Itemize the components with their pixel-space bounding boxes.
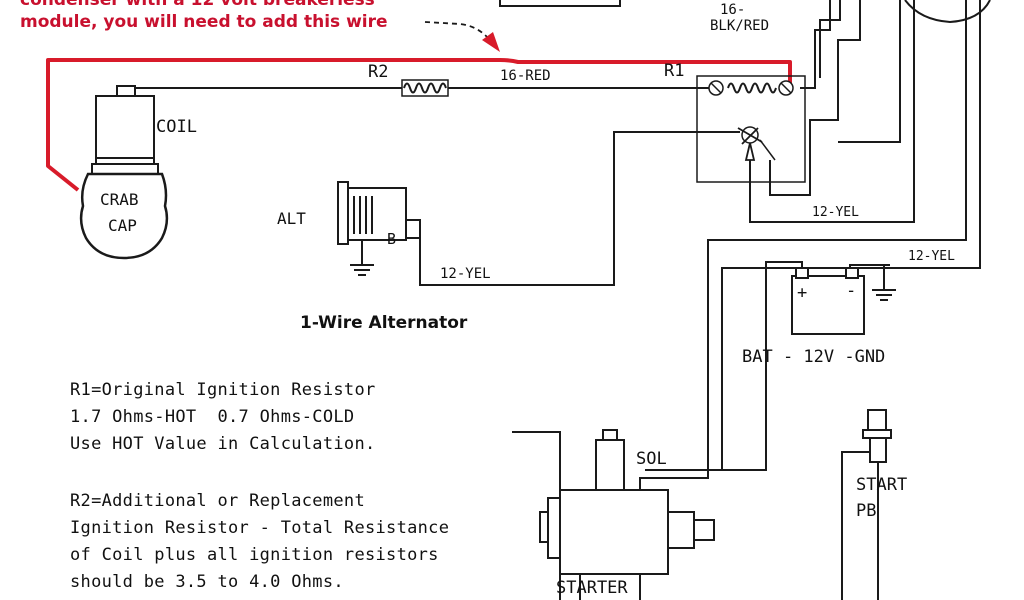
added-wire <box>46 58 792 192</box>
battery-minus-label: - <box>846 281 856 301</box>
start-push-button <box>841 409 892 600</box>
starter-motor <box>512 429 715 600</box>
r2-note-line-2: Ignition Resistor - Total Resistance <box>70 518 450 538</box>
battery <box>791 264 896 335</box>
r1-note-line-2: 1.7 Ohms-HOT 0.7 Ohms-COLD <box>70 407 355 427</box>
annotation-line-2: module, you will need to add this wire <box>20 12 388 32</box>
alt-b-label: B <box>387 230 396 248</box>
wire-12-yel-right-label: 12-YEL <box>908 249 955 264</box>
r2-note-line-3: of Coil plus all ignition resistors <box>70 545 439 565</box>
crab-cap <box>79 172 169 260</box>
start-pb-label-bottom: PB <box>856 501 876 521</box>
wire-16-blk-red-label-bottom: BLK/RED <box>710 18 769 34</box>
arrow-head-icon <box>482 32 500 52</box>
wire-16-blk-red-label-top: 16- <box>720 2 745 18</box>
alt-label: ALT <box>277 209 306 228</box>
battery-caption: BAT - 12V -GND <box>742 347 885 367</box>
r2-note-line-1: R2=Additional or Replacement <box>70 491 365 511</box>
annotation-leader <box>424 21 500 52</box>
starter-label: STARTER <box>556 578 628 598</box>
ignition-coil <box>91 85 159 175</box>
coil-label: COIL <box>156 117 197 137</box>
wire-16-red-label: 16-RED <box>500 68 551 84</box>
alternator-caption: 1-Wire Alternator <box>300 313 468 333</box>
r2-note-line-4: should be 3.5 to 4.0 Ohms. <box>70 572 344 592</box>
r1-note-line-1: R1=Original Ignition Resistor <box>70 380 376 400</box>
r2-resistor <box>401 79 449 97</box>
top-right-component <box>499 0 991 24</box>
crab-cap-label-top: CRAB <box>100 190 139 209</box>
r2-label: R2 <box>368 62 388 82</box>
r1-note-line-3: Use HOT Value in Calculation. <box>70 434 376 454</box>
wire-12-yel-alt-label: 12-YEL <box>440 266 491 282</box>
wire-12-yel-mid-label: 12-YEL <box>812 205 859 220</box>
added-wire-path <box>46 58 792 192</box>
r1-label: R1 <box>664 61 684 81</box>
battery-plus-label: + <box>797 283 807 303</box>
r1-resistor-block <box>696 75 806 183</box>
sol-label: SOL <box>636 449 667 469</box>
alternator <box>337 181 421 276</box>
annotation-line-1: condenser with a 12 volt breakerless <box>20 0 375 10</box>
start-pb-label-top: START <box>856 475 907 495</box>
crab-cap-label-bottom: CAP <box>108 216 137 235</box>
